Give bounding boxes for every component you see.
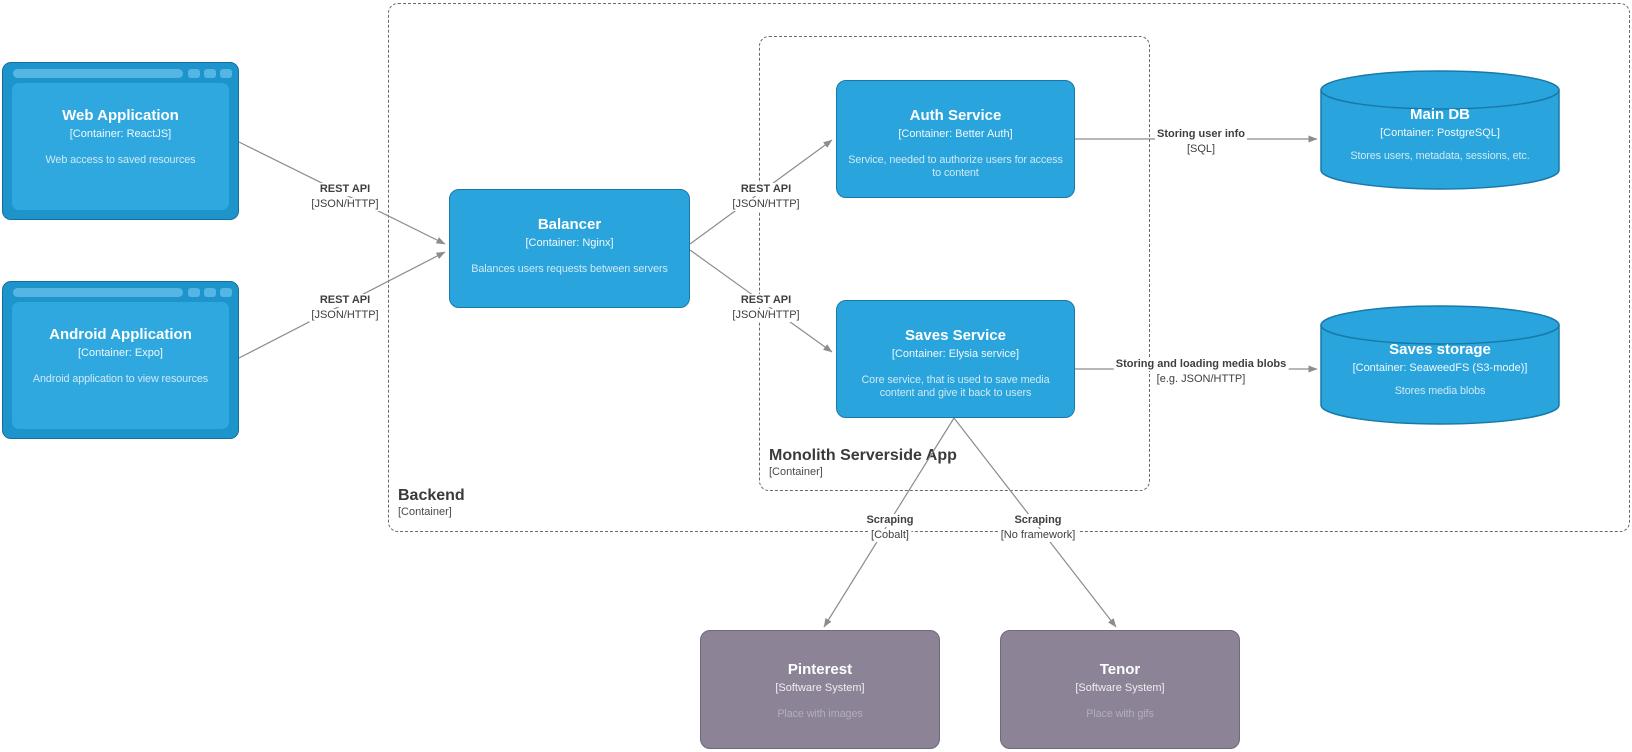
database-cylinder-shape [1320, 70, 1560, 190]
edge-tech: [SQL] [1186, 143, 1216, 155]
node-description: Place with gifs [1086, 708, 1154, 720]
node-title: Web Application [62, 107, 179, 124]
node-saves-service[interactable]: Saves Service [Container: Elysia service… [836, 300, 1075, 418]
edge-label-balancer-to-saves: REST API [JSON/HTTP] [730, 292, 802, 322]
edge-name: REST API [738, 183, 794, 196]
node-tech: [Container: Nginx] [525, 237, 614, 249]
node-tech: [Container: PostgreSQL] [1380, 127, 1500, 139]
node-tech: [Container: Better Auth] [898, 128, 1013, 140]
monolith-container[interactable]: Monolith Serverside App [Container] [759, 36, 1150, 491]
monolith-title: Monolith Serverside App [769, 447, 957, 464]
browser-button [188, 288, 200, 297]
browser-titlebar [3, 288, 238, 298]
edge-tech: [JSON/HTTP] [730, 309, 802, 322]
node-tenor[interactable]: Tenor [Software System] Place with gifs [1000, 630, 1240, 749]
edge-label-saves-to-pinterest: Scraping [Cobalt] [864, 512, 916, 542]
node-description: Stores media blobs [1394, 385, 1486, 397]
edge-tech: [JSON/HTTP] [730, 198, 802, 211]
monolith-container-label: Monolith Serverside App [Container] [769, 447, 957, 479]
node-description: Web access to saved resources [45, 154, 196, 166]
browser-body: Android Application [Container: Expo] An… [12, 302, 229, 429]
node-title: Tenor [1099, 661, 1141, 678]
node-pinterest[interactable]: Pinterest [Software System] Place with i… [700, 630, 940, 749]
edge-label-web-to-balancer: REST API [JSON/HTTP] [309, 181, 381, 211]
browser-body: Web Application [Container: ReactJS] Web… [12, 83, 229, 210]
backend-container-label: Backend [Container] [398, 487, 465, 519]
browser-button [204, 69, 216, 78]
edge-label-balancer-to-auth: REST API [JSON/HTTP] [730, 181, 802, 211]
node-description: Service, needed to authorize users for a… [848, 154, 1063, 179]
cylinder-text: Main DB [Container: PostgreSQL] Stores u… [1320, 70, 1560, 163]
backend-title: Backend [398, 487, 465, 504]
node-tech: [Container: SeaweedFS (S3-mode)] [1352, 362, 1528, 374]
edge-name: REST API [738, 294, 794, 307]
node-title: Saves storage [1389, 341, 1491, 358]
edge-label-android-to-balancer: REST API [JSON/HTTP] [309, 292, 381, 322]
node-title: Saves Service [905, 327, 1006, 344]
edge-name: Scraping [1012, 514, 1064, 527]
node-description: Balances users requests between servers [471, 263, 668, 275]
edge-tech: [No framework] [998, 529, 1078, 542]
browser-button [188, 69, 200, 78]
node-balancer[interactable]: Balancer [Container: Nginx] Balances use… [449, 189, 690, 308]
edge-tech: [JSON/HTTP] [309, 198, 381, 211]
edge-tech: [JSON/HTTP] [309, 309, 381, 322]
edge-label-auth-to-main-db: Storing user info [SQL] [1155, 126, 1247, 156]
node-tech: [Container: ReactJS] [69, 128, 172, 140]
browser-titlebar [3, 69, 238, 79]
edge-name: Storing and loading media blobs [1113, 358, 1289, 371]
edge-tech: [e.g. JSON/HTTP] [1156, 373, 1246, 385]
node-title: Android Application [49, 326, 192, 343]
node-saves-storage[interactable]: Saves storage [Container: SeaweedFS (S3-… [1320, 305, 1560, 425]
edge-tech: [Cobalt] [869, 529, 911, 542]
node-description: Core service, that is used to save media… [861, 374, 1050, 399]
node-title: Balancer [537, 216, 602, 233]
node-tech: [Software System] [1075, 682, 1165, 694]
monolith-type: [Container] [769, 466, 823, 478]
edge-name: REST API [317, 294, 373, 307]
edge-name: REST API [317, 183, 373, 196]
edge-name: Storing user info [1155, 128, 1247, 141]
node-tech: [Container: Expo] [78, 347, 163, 359]
backend-type: [Container] [398, 506, 452, 518]
node-description: Android application to view resources [32, 373, 209, 385]
browser-button [204, 288, 216, 297]
browser-address-pill [13, 69, 183, 78]
node-web-application[interactable]: Web Application [Container: ReactJS] Web… [2, 62, 239, 220]
browser-button [220, 69, 232, 78]
node-main-db[interactable]: Main DB [Container: PostgreSQL] Stores u… [1320, 70, 1560, 190]
node-description: Place with images [777, 708, 863, 720]
node-title: Pinterest [787, 661, 853, 678]
node-tech: [Container: Elysia service] [891, 348, 1020, 360]
edge-name: Scraping [864, 514, 916, 527]
browser-button [220, 288, 232, 297]
browser-address-pill [13, 288, 183, 297]
node-android-application[interactable]: Android Application [Container: Expo] An… [2, 281, 239, 439]
edge-label-saves-to-storage: Storing and loading media blobs [e.g. JS… [1113, 356, 1289, 386]
edge-label-saves-to-tenor: Scraping [No framework] [998, 512, 1078, 542]
node-auth-service[interactable]: Auth Service [Container: Better Auth] Se… [836, 80, 1075, 198]
node-tech: [Software System] [775, 682, 865, 694]
node-title: Main DB [1410, 106, 1470, 123]
node-title: Auth Service [909, 107, 1002, 124]
database-cylinder-shape [1320, 305, 1560, 425]
node-description: Stores users, metadata, sessions, etc. [1350, 150, 1530, 162]
cylinder-text: Saves storage [Container: SeaweedFS (S3-… [1320, 305, 1560, 398]
